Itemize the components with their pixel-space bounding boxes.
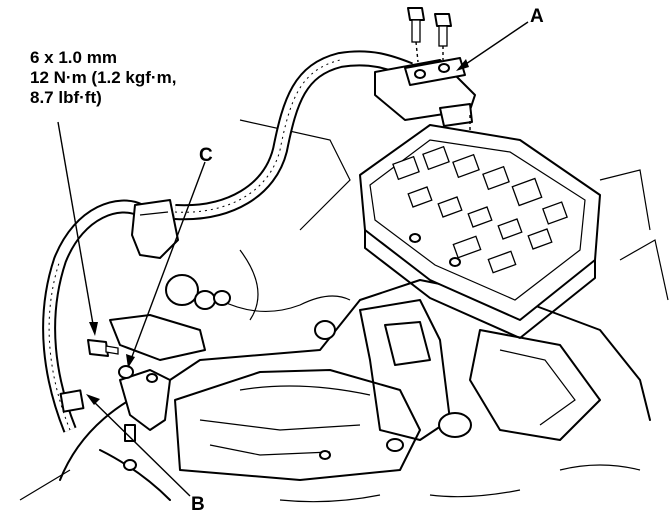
spec-line-3: 8.7 lbf·ft): [30, 88, 102, 107]
spec-line-1: 6 x 1.0 mm: [30, 48, 117, 67]
harness-connector: [131, 199, 179, 259]
ground-bracket: [109, 314, 206, 442]
spec-line-2: 12 N·m (1.2 kgf·m,: [30, 68, 177, 87]
callout-c: C: [199, 145, 213, 166]
callout-a: A: [530, 6, 544, 27]
callout-b: B: [191, 494, 205, 515]
caps: [123, 274, 472, 471]
bolt-left: [87, 339, 119, 357]
bolts-a: [407, 7, 452, 63]
torque-spec: 6 x 1.0 mm 12 N·m (1.2 kgf·m, 8.7 lbf·ft…: [30, 48, 176, 108]
connector-bracket: [374, 57, 476, 135]
relay-box: [359, 124, 601, 339]
leader-lines: [57, 21, 529, 497]
wire-harness: [42, 50, 413, 433]
